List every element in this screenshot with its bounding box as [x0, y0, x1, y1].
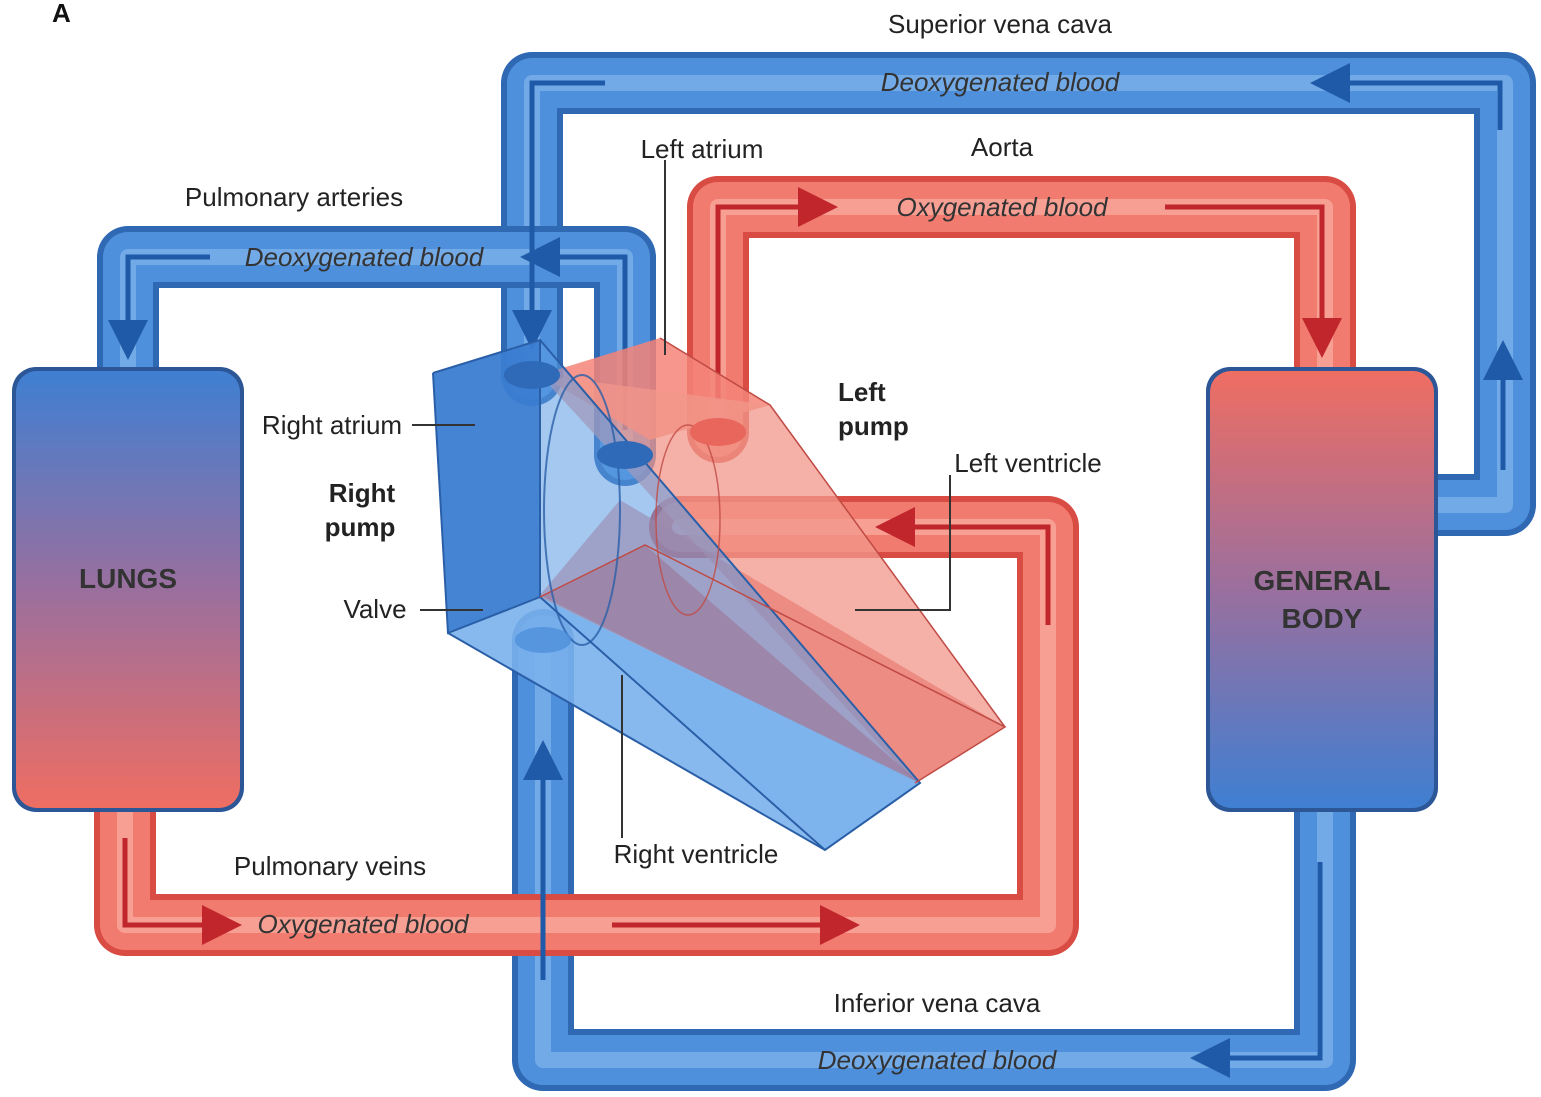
leader-lines [412, 160, 951, 838]
left-pump-label-line1: Left [838, 377, 886, 407]
pa-flow-label: Deoxygenated blood [245, 242, 485, 272]
lungs-box: LUNGS [12, 367, 244, 812]
left-atrium-label: Left atrium [641, 134, 764, 164]
valve-label: Valve [343, 594, 406, 624]
superior-vena-cava-label: Superior vena cava [888, 9, 1113, 39]
right-pump-label-line2: pump [325, 512, 396, 542]
valve-ring-right [543, 374, 621, 646]
left-ventricle-label: Left ventricle [954, 448, 1101, 478]
pulmonary-veins-label: Pulmonary veins [234, 851, 426, 881]
right-atrium-box [433, 340, 540, 633]
heart-pumps [432, 337, 1007, 852]
general-body-label-line2: BODY [1282, 603, 1363, 634]
right-ventricle-label: Right ventricle [614, 839, 779, 869]
svc-flow-label: Deoxygenated blood [881, 67, 1121, 97]
general-body-box: GENERAL BODY [1206, 367, 1438, 812]
ivc-arrow-left [1190, 862, 1323, 1078]
right-atrium-label: Right atrium [262, 410, 402, 440]
aorta-arrow-right [715, 187, 838, 400]
svc-arrow-top-left [1310, 63, 1503, 130]
general-body-label-line1: GENERAL [1254, 565, 1391, 596]
pv-arrow-right-1 [122, 838, 242, 945]
aorta-label: Aorta [971, 132, 1034, 162]
ivc-flow-label: Deoxygenated blood [818, 1045, 1058, 1075]
pv-arrow-up-left [875, 507, 1051, 625]
right-ventricle-inner [540, 545, 920, 783]
inferior-vena-cava-label: Inferior vena cava [834, 988, 1041, 1018]
lungs-label: LUNGS [79, 563, 177, 594]
aorta-flow-label: Oxygenated blood [896, 192, 1109, 222]
right-pump-label-line1: Right [329, 478, 396, 508]
pa-arrow-down [108, 254, 210, 360]
pv-flow-label: Oxygenated blood [257, 909, 470, 939]
aorta-arrow-down [1165, 204, 1342, 358]
valve-ring-left [655, 424, 721, 616]
pulmonary-arteries-label: Pulmonary arteries [185, 182, 403, 212]
left-pump-label-line2: pump [838, 411, 909, 441]
panel-letter: A [52, 0, 71, 28]
